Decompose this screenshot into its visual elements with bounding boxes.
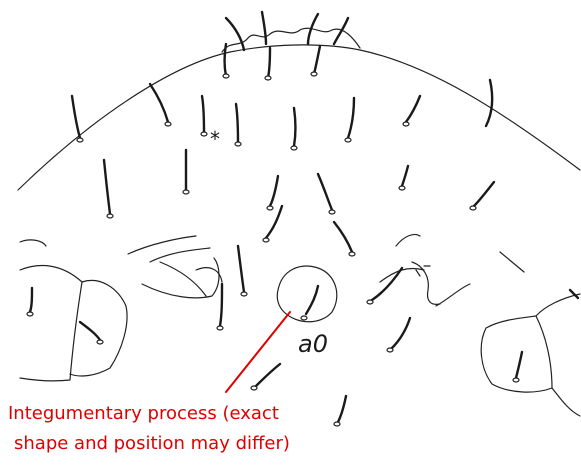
setae-lower — [250, 362, 348, 427]
setae-third-row — [216, 204, 412, 353]
dorsal-contour — [17, 44, 581, 191]
caption-line-1: Integumentary process (exact — [8, 403, 279, 424]
fold-3 — [141, 257, 220, 299]
right-lobe — [535, 315, 553, 389]
seta-label-a0: a0 — [298, 330, 328, 358]
marker-asterisk: * — [210, 127, 220, 151]
integumentary-process — [276, 265, 338, 323]
right-fold-3 — [411, 261, 441, 305]
setae-second-row — [102, 148, 496, 219]
right-fold-1 — [395, 233, 421, 247]
right-fold-4 — [435, 283, 471, 307]
right-appendage-outline — [480, 293, 581, 417]
fold-5 — [159, 261, 207, 297]
left-lobe — [69, 279, 128, 377]
right-dash-1 — [499, 251, 525, 273]
setae-dorsal-row — [70, 78, 494, 151]
caption-line-2: shape and position may differ) — [14, 433, 290, 454]
fold-4 — [195, 267, 223, 283]
fold-1 — [127, 235, 197, 255]
frontal-margin — [221, 27, 361, 53]
setae-frontal — [222, 10, 350, 81]
annotation-pointer — [225, 311, 291, 393]
fold-2 — [149, 247, 211, 263]
seta-a0 — [300, 284, 320, 321]
right-fold-2 — [379, 267, 425, 283]
left-appendage-outline — [19, 264, 83, 382]
right-dash-2 — [415, 269, 421, 277]
left-inner-curve — [19, 239, 47, 247]
setae-appendage — [26, 286, 580, 383]
